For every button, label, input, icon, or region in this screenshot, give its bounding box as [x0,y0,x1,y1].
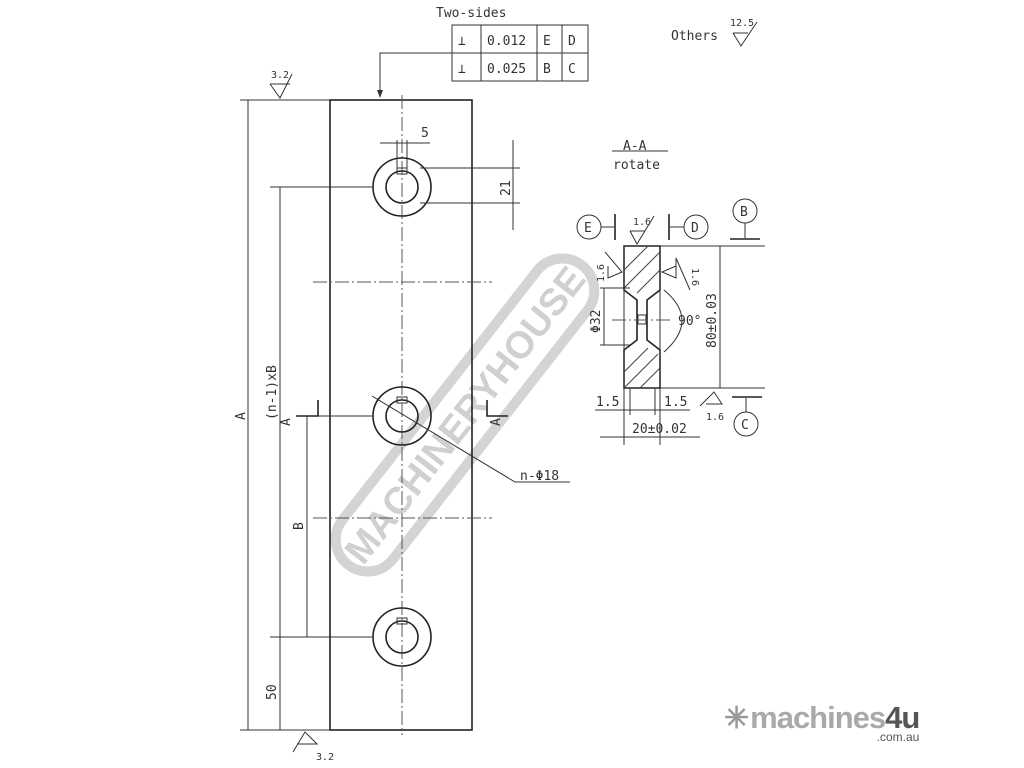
svg-text:C: C [568,62,576,77]
svg-text:0.012: 0.012 [487,34,526,49]
svg-text:A-A: A-A [623,139,647,154]
svg-text:5: 5 [421,126,429,141]
section-view: A-A rotate E D B C 1.6 1.6 1.6 1.6 80±0.… [576,139,765,445]
watermark: MACHINERYHOUSE [330,253,600,577]
svg-text:1.6: 1.6 [596,264,607,282]
main-view: A (n-1)xB 50 B 5 21 n-Φ18 A A 3.2 3.2 [234,70,570,763]
machines4u-logo: ✳machines4u .com.au [724,700,920,744]
svg-text:90°: 90° [678,314,701,329]
svg-text:B: B [292,522,307,530]
svg-text:21: 21 [499,180,514,196]
svg-text:80±0.03: 80±0.03 [705,293,720,348]
svg-text:E: E [584,221,592,236]
svg-text:(n-1)xB: (n-1)xB [265,365,280,420]
svg-text:A: A [234,412,249,420]
snowflake-icon: ✳ [724,702,749,735]
svg-text:⊥: ⊥ [458,34,466,49]
svg-text:⊥: ⊥ [458,62,466,77]
svg-text:1.5: 1.5 [596,395,619,410]
svg-text:50: 50 [265,684,280,700]
svg-text:20±0.02: 20±0.02 [632,422,687,437]
svg-text:E: E [543,34,551,49]
svg-text:1.6: 1.6 [706,412,724,423]
svg-text:3.2: 3.2 [271,70,289,81]
svg-text:1.5: 1.5 [664,395,687,410]
logo-name: machines [750,700,886,735]
svg-text:Φ32: Φ32 [589,310,604,333]
svg-text:A: A [279,418,294,426]
svg-text:Others: Others [671,29,718,44]
svg-text:0.025: 0.025 [487,62,526,77]
hole [372,157,432,217]
svg-text:D: D [691,221,699,236]
svg-text:n-Φ18: n-Φ18 [520,469,559,484]
svg-text:A: A [489,418,504,426]
svg-text:3.2: 3.2 [316,752,334,763]
svg-text:Two-sides: Two-sides [436,6,506,21]
svg-text:C: C [741,418,749,433]
svg-text:B: B [740,205,748,220]
logo-accent: 4u [885,700,920,735]
logo-domain: .com.au [876,730,920,744]
svg-text:rotate: rotate [613,158,660,173]
svg-text:B: B [543,62,551,77]
svg-text:1.6: 1.6 [633,217,651,228]
svg-text:1.6: 1.6 [689,268,700,286]
svg-text:12.5: 12.5 [730,18,754,29]
hole [372,607,432,667]
hole [372,386,432,446]
tolerance-frame: Two-sides ⊥ 0.012 E D ⊥ 0.025 B C [377,6,589,98]
svg-text:MACHINERYHOUSE: MACHINERYHOUSE [337,259,594,572]
others-roughness: Others 12.5 [671,18,758,47]
svg-text:D: D [568,34,576,49]
